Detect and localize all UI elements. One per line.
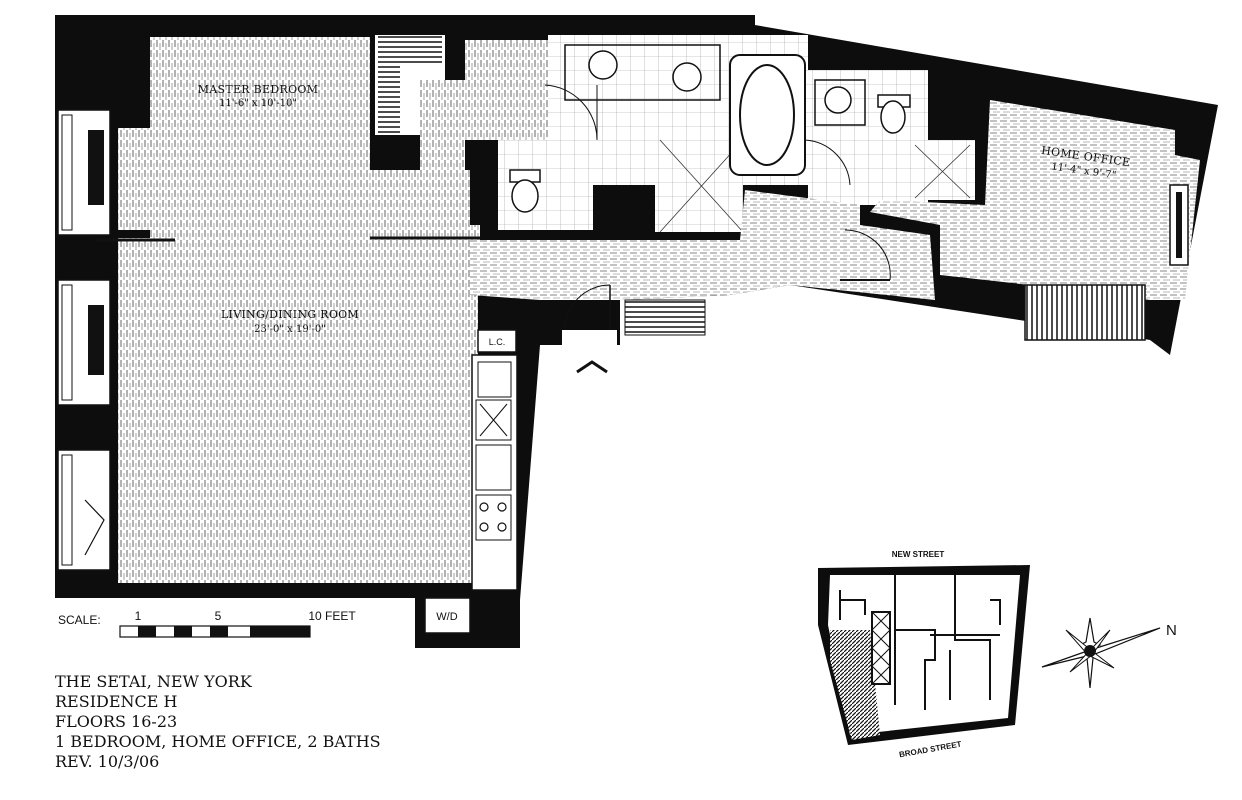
kitchen: L.C. W/D <box>424 329 518 634</box>
second-bathroom <box>804 70 975 205</box>
living-dining-label: LIVING/DINING ROOM <box>221 308 359 321</box>
scale-tick-10: 10 FEET <box>308 609 356 623</box>
scale-tick-5: 5 <box>215 609 222 623</box>
hallway <box>470 190 935 300</box>
partitions <box>95 236 480 242</box>
bedroom-closets <box>375 35 550 220</box>
home-office <box>870 100 1200 341</box>
broad-street-label: BROAD STREET <box>898 740 962 760</box>
residence-name: RESIDENCE H <box>55 692 178 711</box>
unit-description: 1 BEDROOM, HOME OFFICE, 2 BATHS <box>55 732 381 751</box>
revision-date: REV. 10/3/06 <box>55 752 160 771</box>
master-bedroom-dims: 11'-6" x 10'-10" <box>219 98 297 109</box>
main-bathroom <box>498 35 808 233</box>
north-label: N <box>1166 622 1177 639</box>
project-name: THE SETAI, NEW YORK <box>55 672 252 691</box>
linen-closet-label: L.C. <box>489 337 506 347</box>
left-windows <box>57 109 111 571</box>
entry <box>562 284 706 374</box>
floors-range: FLOORS 16-23 <box>55 712 178 731</box>
master-bedroom-label: MASTER BEDROOM <box>198 83 319 96</box>
compass-rose-icon: N <box>1041 617 1177 689</box>
key-plan: NEW STREET BROAD STREET <box>818 550 1030 759</box>
scale-label: SCALE: <box>58 613 101 627</box>
scale-tick-1: 1 <box>135 609 142 623</box>
scale-bar: SCALE: 1 5 10 FEET <box>58 609 356 638</box>
entry-arrow-icon <box>576 360 608 374</box>
living-dining-room <box>118 225 480 583</box>
washer-dryer-label: W/D <box>436 611 457 623</box>
new-street-label: NEW STREET <box>892 550 945 559</box>
living-dining-dims: 23'-0" x 19'-0" <box>254 324 326 335</box>
project-info: THE SETAI, NEW YORK RESIDENCE H FLOORS 1… <box>55 672 475 772</box>
